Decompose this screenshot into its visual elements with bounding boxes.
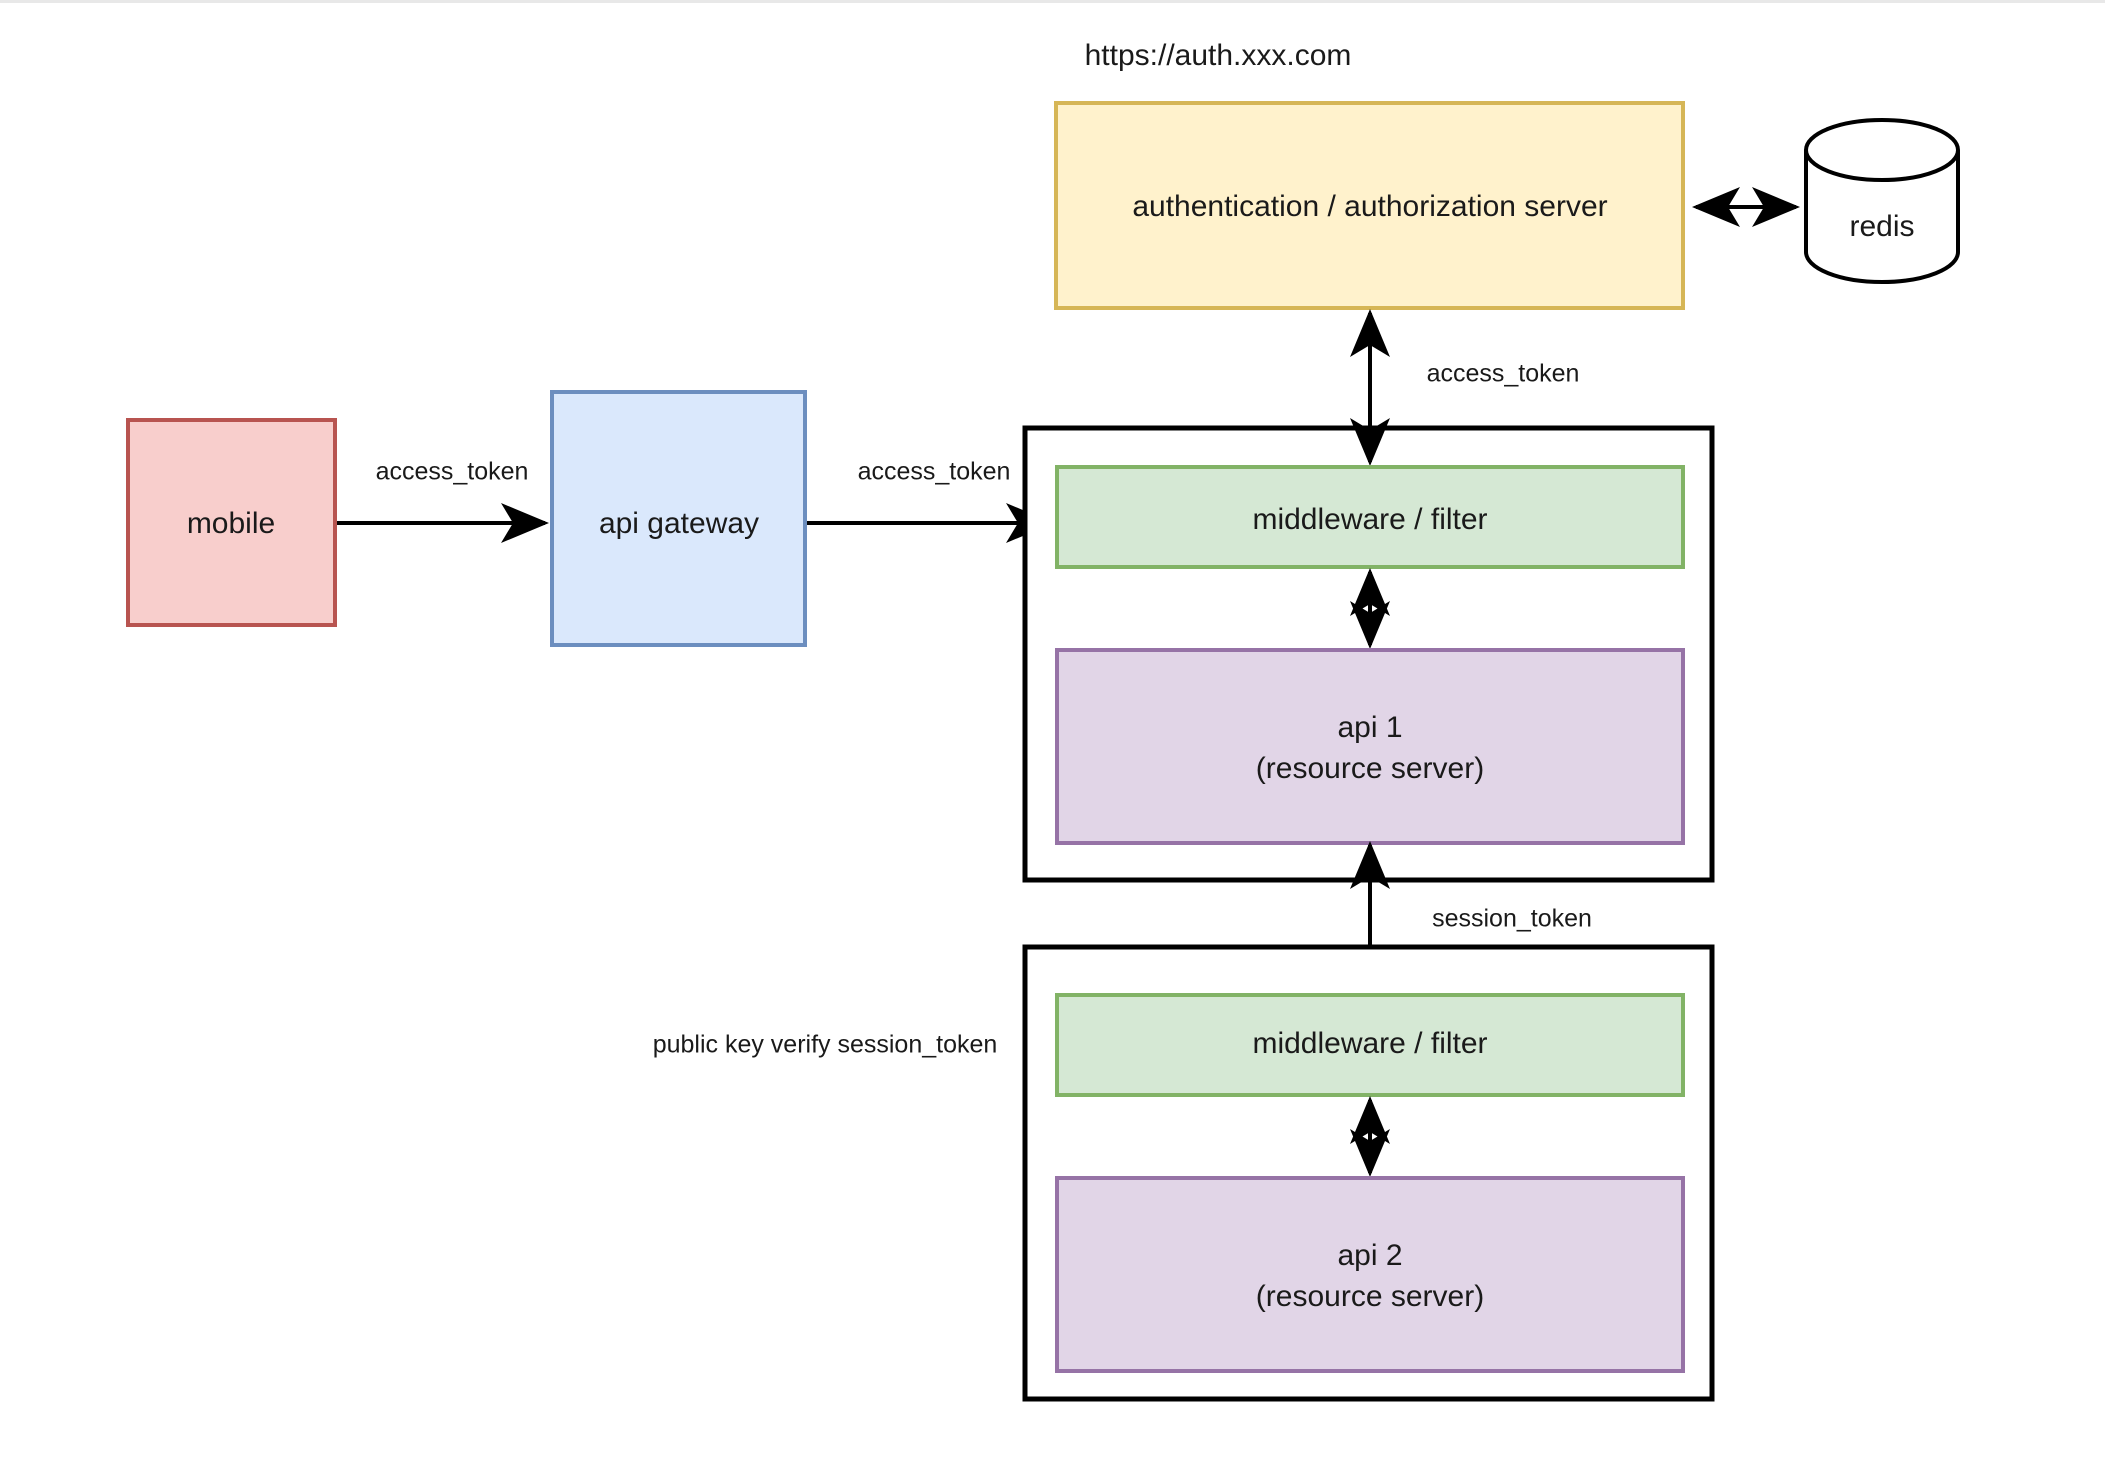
public-key-note: public key verify session_token [653,1031,998,1059]
middleware-filter-box-1[interactable] [1055,465,1685,569]
api-1-box[interactable] [1055,648,1685,845]
edge-label-api1-to-middleware2: session_token [1432,905,1592,933]
api-2-label-line1: api 2 [1337,1239,1402,1272]
edge-label-auth-to-middleware1: access_token [1427,360,1580,388]
api-1-label-line2: (resource server) [1256,752,1484,785]
mobile-label: mobile [187,507,275,540]
middleware-filter-box-2[interactable] [1055,993,1685,1097]
mobile-box[interactable] [126,418,337,627]
redis-database-icon[interactable] [1804,118,1960,284]
auth-server-box[interactable] [1054,101,1685,310]
redis-label: redis [1849,210,1914,243]
api-gateway-box[interactable] [550,390,807,647]
api-gateway-label: api gateway [599,507,759,540]
api-1-label-line1: api 1 [1337,711,1402,744]
edge-label-mobile-to-gateway: access_token [376,458,529,486]
top-divider [0,0,2105,3]
api-2-label-line2: (resource server) [1256,1280,1484,1313]
auth-server-label: authentication / authorization server [1132,190,1607,223]
middleware-filter-label-2: middleware / filter [1252,1027,1487,1060]
middleware-filter-label-1: middleware / filter [1252,503,1487,536]
auth-url-label: https://auth.xxx.com [1085,39,1352,72]
edge-label-gateway-to-middleware1: access_token [858,458,1011,486]
api-2-box[interactable] [1055,1176,1685,1373]
